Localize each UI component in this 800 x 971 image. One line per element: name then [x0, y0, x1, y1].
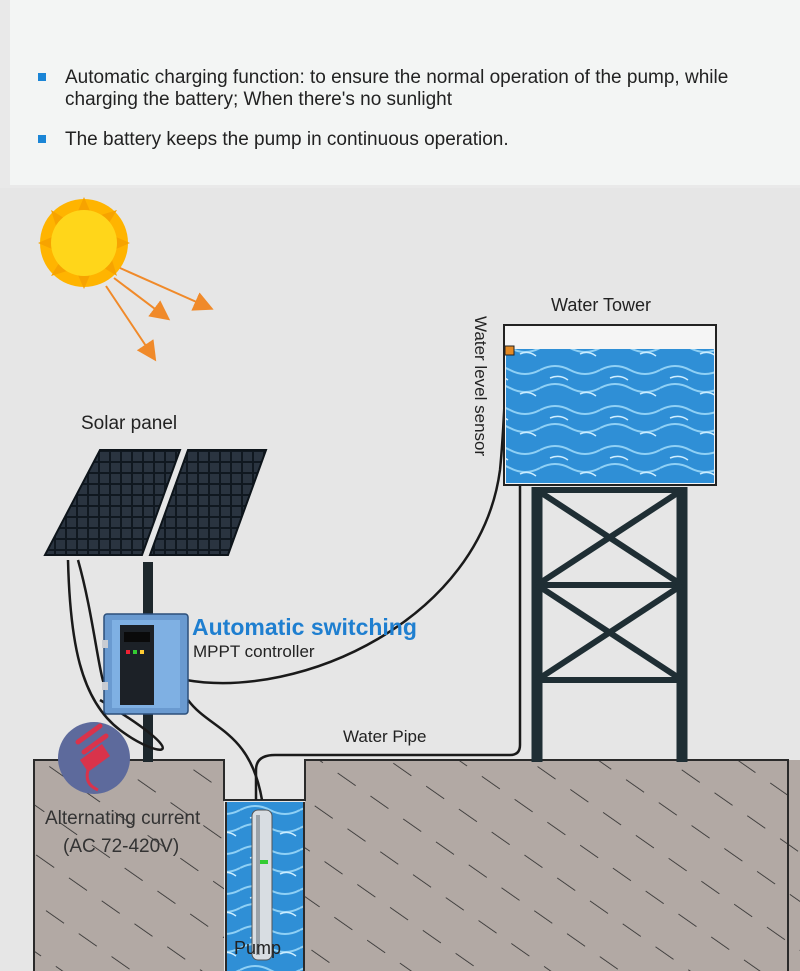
ground — [33, 759, 800, 971]
water-tower-icon — [503, 324, 717, 762]
mppt-controller-icon — [102, 613, 189, 715]
water-tower-label: Water Tower — [551, 295, 652, 315]
bullet-text: Automatic charging function: to ensure t… — [65, 67, 729, 110]
bullet-marker — [38, 73, 46, 81]
ac-label-line2: (AC 72-420V) — [63, 836, 180, 857]
solar-panel-label: Solar panel — [81, 413, 178, 434]
sun-rays-arrows — [105, 267, 214, 362]
bullet-text: The battery keeps the pump in continuous… — [65, 129, 509, 150]
pump-label: Pump — [234, 938, 282, 958]
water-level-sensor-label: Water level sensor — [471, 316, 490, 457]
bullet-marker — [38, 135, 46, 143]
solar-panel-icon — [43, 449, 268, 762]
diagram-canvas — [33, 197, 800, 971]
sun-icon — [38, 197, 130, 289]
mppt-controller-label: MPPT controller — [193, 642, 315, 661]
ac-label-line1: Alternating current — [45, 808, 201, 829]
submersible-pump-icon — [225, 802, 305, 971]
ac-plug-icon — [58, 722, 130, 794]
description-panel — [10, 0, 800, 185]
automatic-switching-label: Automatic switching — [192, 614, 417, 640]
water-pipe-label: Water Pipe — [343, 727, 427, 746]
solar-pump-diagram: Solar panel Water Tower Water level sens… — [0, 188, 800, 971]
